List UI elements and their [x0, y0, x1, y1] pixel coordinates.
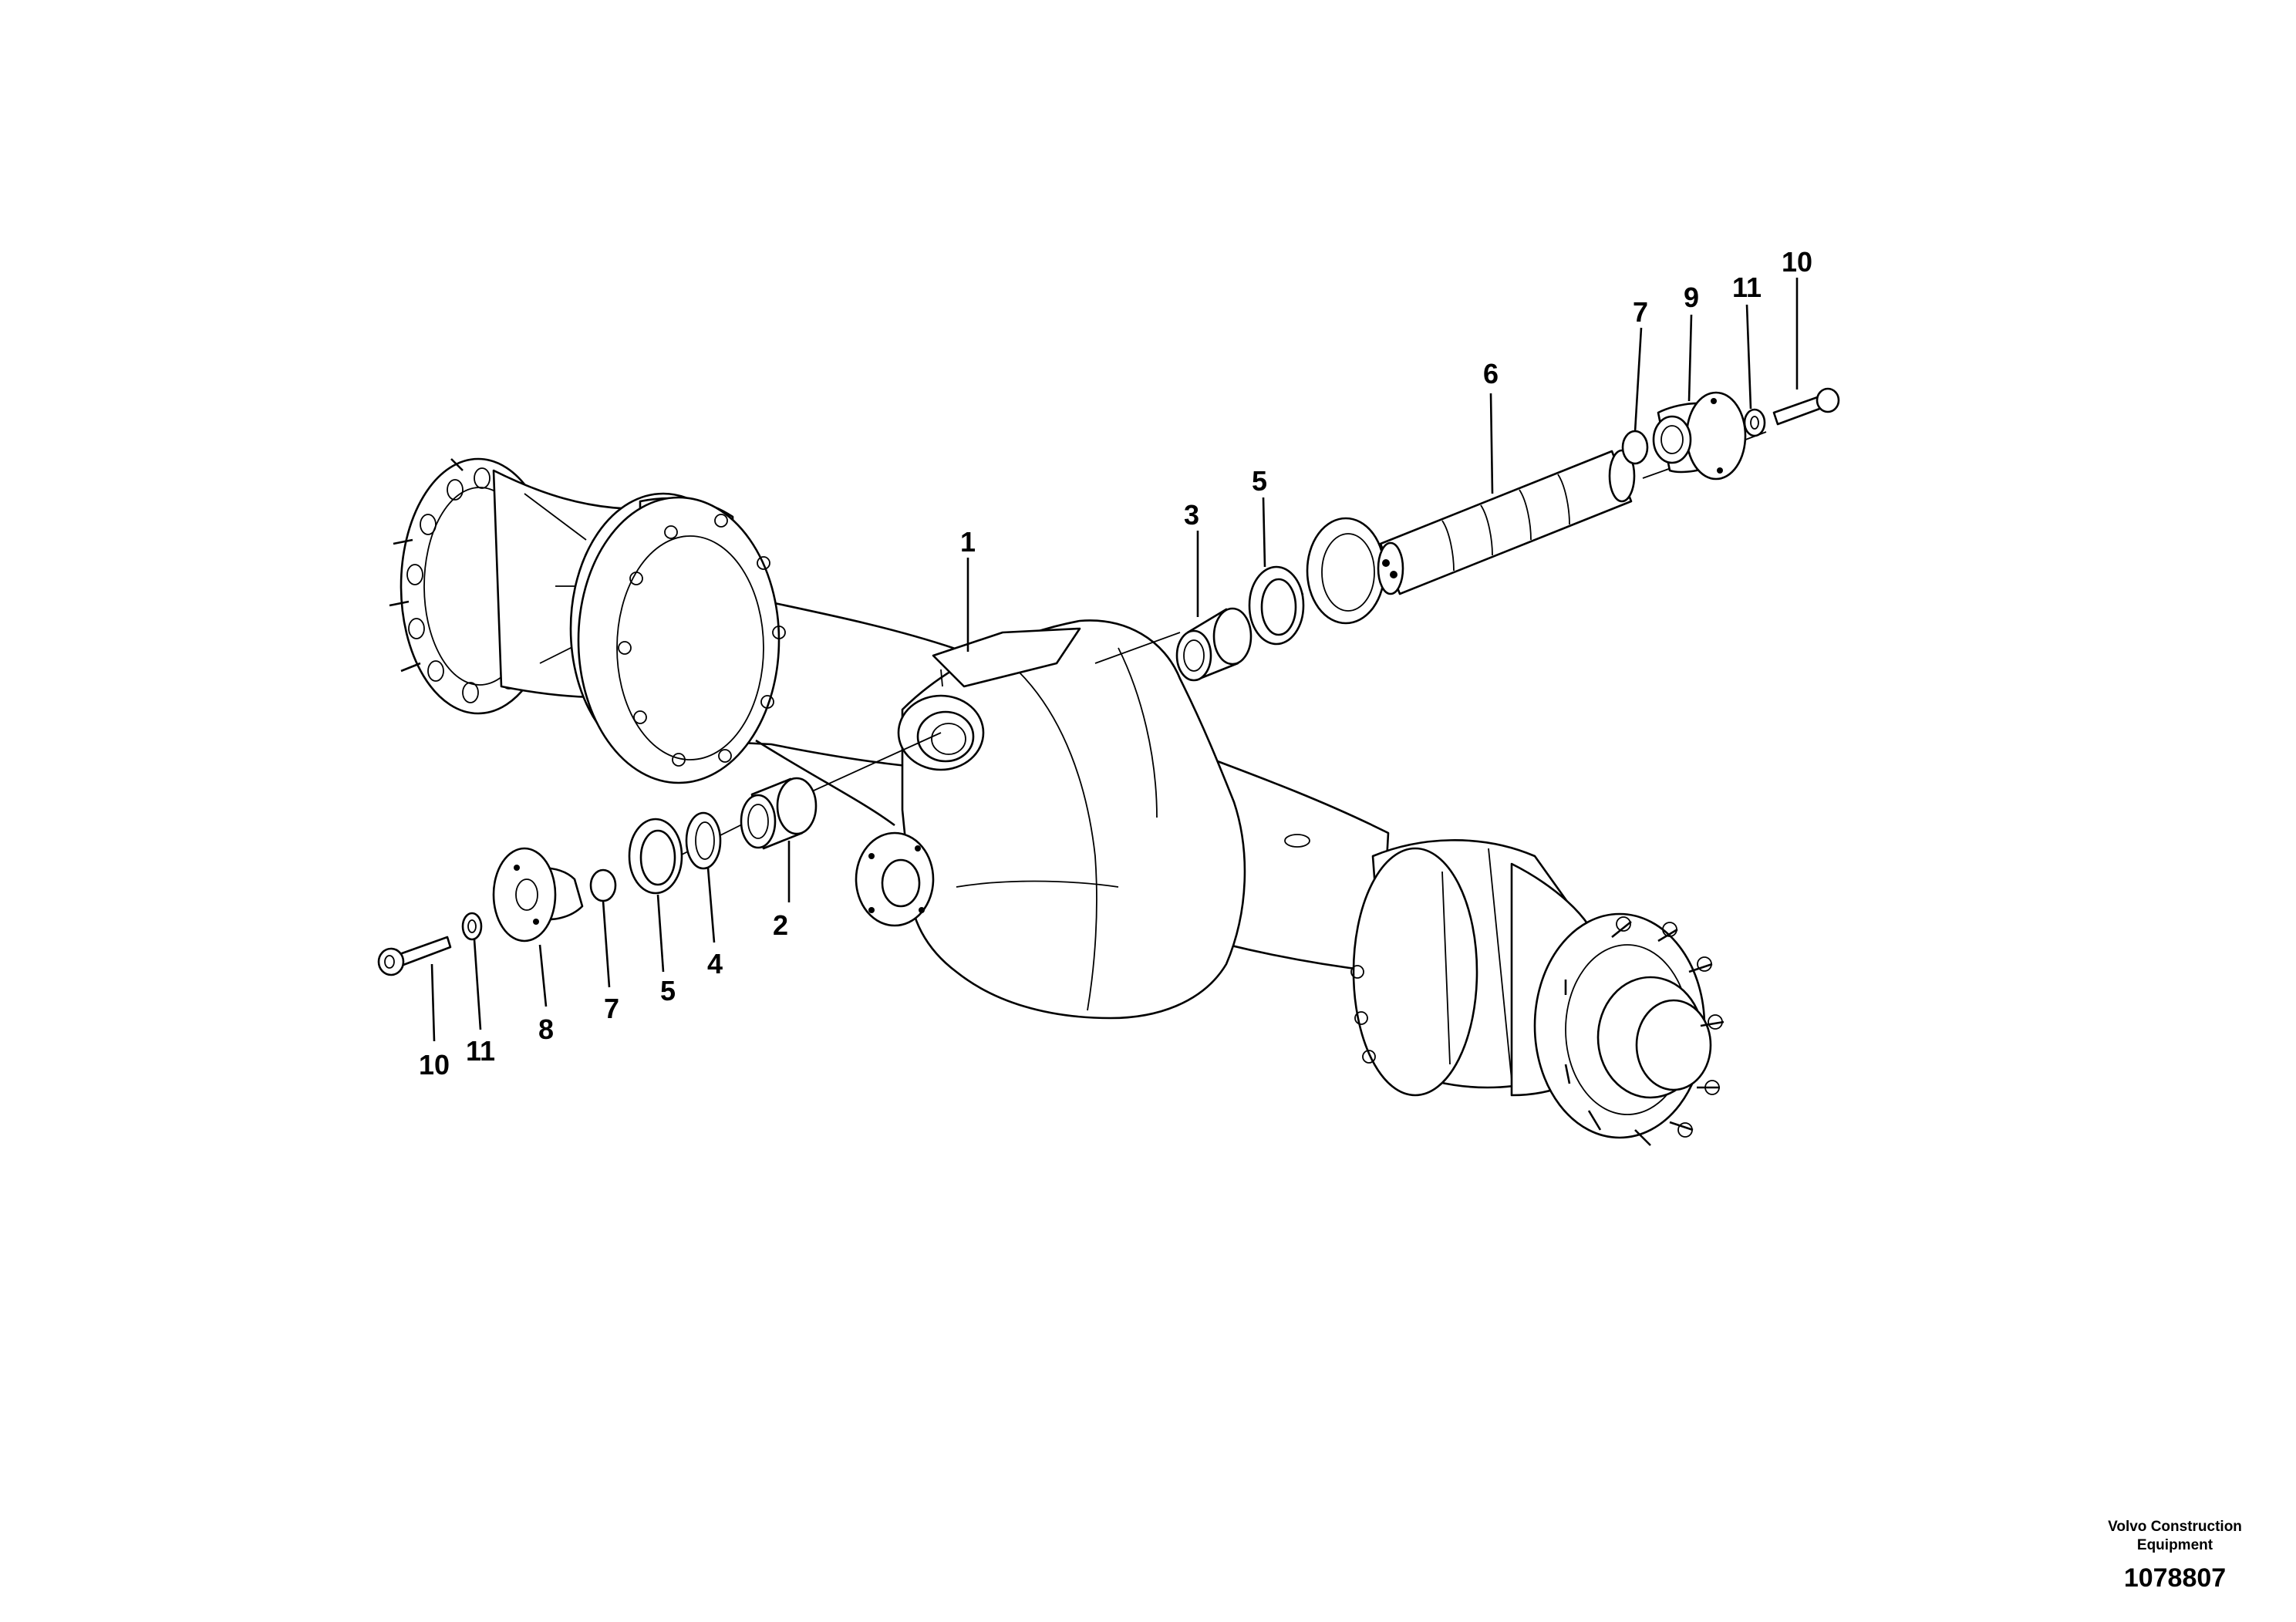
pivot-pin	[1377, 449, 1636, 595]
callout-4: 4	[707, 948, 723, 980]
bolt-right	[1772, 387, 1840, 426]
footer: Volvo Construction Equipment 1078807	[2108, 1519, 2242, 1593]
thrust-washer-right	[1306, 517, 1386, 625]
document-number: 1078807	[2124, 1563, 2226, 1593]
callout-6: 6	[1483, 358, 1499, 389]
callout-7-right: 7	[1633, 296, 1648, 328]
washer-right	[1743, 408, 1766, 437]
washer-left	[461, 912, 483, 941]
callout-8: 8	[538, 1013, 554, 1045]
left-wheel-hub	[389, 457, 786, 784]
callout-10-left: 10	[419, 1049, 450, 1081]
callout-11-left: 11	[466, 1035, 495, 1067]
callout-9: 9	[1684, 282, 1699, 313]
pivot-cover-right	[1652, 391, 1747, 481]
callout-11-right: 11	[1732, 271, 1762, 303]
seal-left	[628, 818, 683, 895]
callout-10-right: 10	[1782, 246, 1812, 278]
right-wheel-hub	[1350, 839, 1725, 1146]
callout-3: 3	[1184, 499, 1199, 531]
brand-line-1: Volvo Construction	[2108, 1519, 2242, 1535]
callout-5-right: 5	[1252, 465, 1267, 497]
callout-labels: 1 2 3 4 5 5 6 7 7 8 9 10 10 11 11	[419, 246, 1812, 1081]
bushing-left	[740, 777, 818, 850]
callout-2: 2	[773, 909, 788, 941]
shim-ring-left	[685, 811, 722, 870]
axle-housing	[693, 585, 1390, 1020]
bushing-right	[1175, 607, 1253, 682]
o-ring-left	[589, 868, 617, 902]
callout-7-left: 7	[604, 993, 619, 1024]
pivot-cover-left	[492, 847, 584, 943]
seal-right	[1248, 565, 1305, 646]
o-ring-right	[1621, 430, 1649, 465]
callout-5-left: 5	[660, 975, 676, 1007]
brand-line-2: Equipment	[2137, 1537, 2213, 1553]
callout-1: 1	[960, 526, 976, 558]
bolt-left	[377, 936, 452, 976]
leader-lines	[430, 278, 1799, 1042]
